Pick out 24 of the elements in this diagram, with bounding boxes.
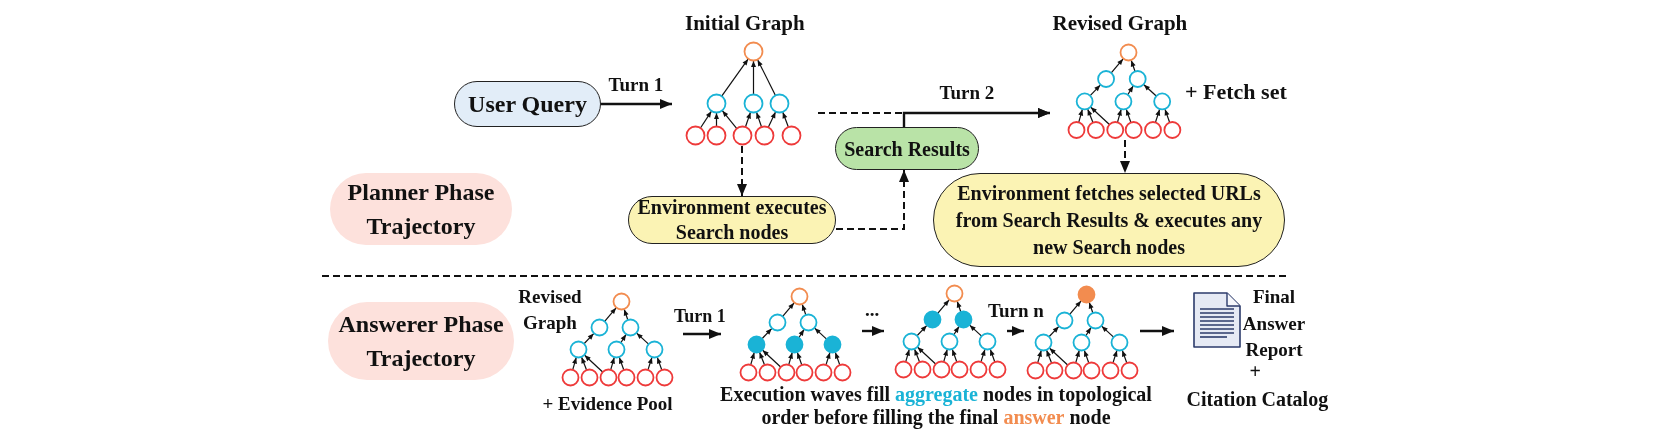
rounded-box: Search Results (835, 127, 979, 170)
side-caption: + (1249, 364, 1261, 378)
phase-pill: Planner Phase Trajectory (330, 173, 512, 245)
graph-title: Revised Graph (1052, 11, 1188, 35)
dashed-arrow (737, 145, 747, 197)
arrow (601, 99, 672, 109)
side-caption: Citation Catalog (1186, 387, 1329, 411)
graph-title: Initial Graph (685, 11, 805, 35)
dashed-arrow (1120, 139, 1130, 174)
arrow (1140, 326, 1174, 336)
side-caption: + Fetch set (1185, 79, 1287, 105)
description-text: Execution waves fill aggregate nodes in topological order before filling the final answer node (719, 383, 1153, 429)
rounded-box: Environment fetches selected URLs from Search Results & executes any new Search nodes (933, 173, 1285, 267)
side-caption: Final Answer Report (1241, 285, 1307, 362)
rounded-box: User Query (454, 81, 601, 127)
arrow (902, 108, 1050, 127)
phase-pill: Answerer Phase Trajectory (328, 302, 514, 380)
rounded-box: Environment executes Search nodes (628, 196, 836, 244)
side-caption: + Evidence Pool (542, 393, 673, 415)
graph-title: Revised Graph (517, 285, 583, 335)
arrow (683, 329, 721, 339)
arrow (862, 326, 884, 336)
dashed-arrow (835, 169, 909, 230)
arrow (1007, 326, 1024, 336)
